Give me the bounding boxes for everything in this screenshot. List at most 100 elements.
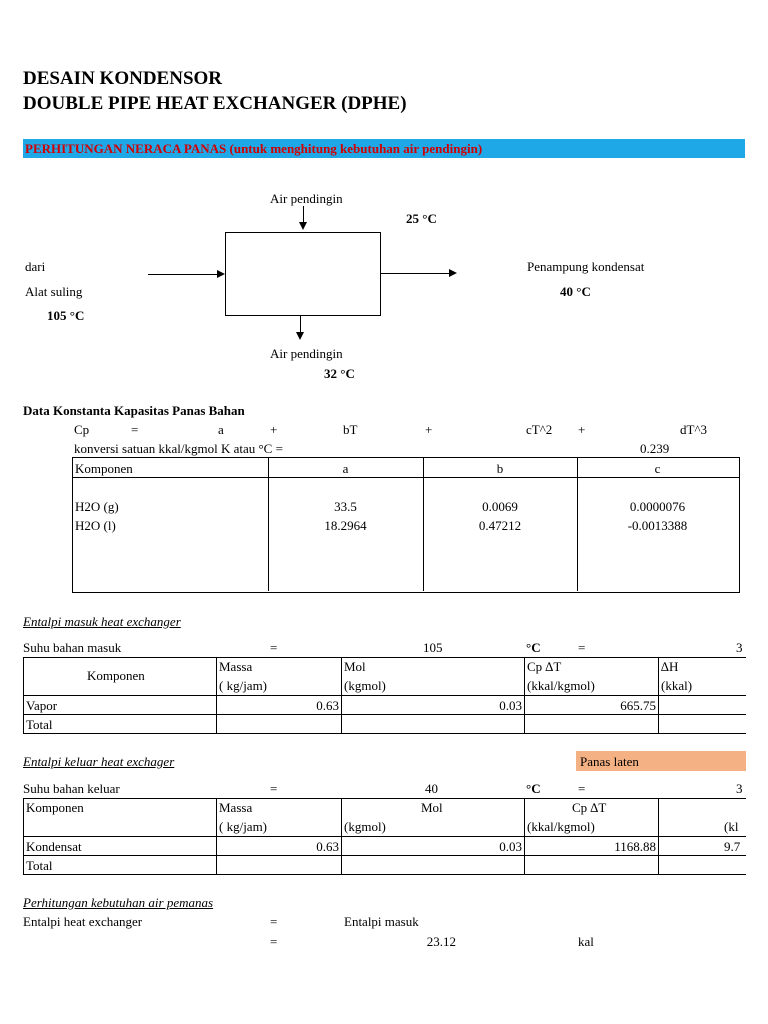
cell-c: 0.0000076 — [629, 499, 686, 514]
top-arrow-line — [303, 206, 304, 228]
cell-mol: 0.03 — [499, 839, 522, 854]
cell-cp: 665.75 — [620, 698, 656, 713]
bottom-outlet-label: Air pendingin — [270, 346, 343, 361]
table-col-divider — [216, 798, 217, 875]
table-col-divider — [524, 798, 525, 875]
suhu-keluar-trail: 3 — [736, 781, 743, 796]
panas-laten-label: Panas laten — [580, 754, 639, 769]
table-col-divider — [341, 798, 342, 875]
cell-c: -0.0013388 — [627, 518, 688, 533]
eq-plus: + — [578, 422, 586, 437]
table-bottom-border — [23, 874, 746, 875]
table-border — [72, 457, 740, 593]
arrow-right-icon — [217, 270, 225, 278]
table-row-divider — [23, 714, 746, 715]
section-banner: PERHITUNGAN NERACA PANAS (untuk menghitu… — [23, 139, 745, 158]
table-header-divider — [23, 836, 746, 837]
col-header-komponen: Komponen — [87, 668, 145, 683]
table-col-divider — [341, 657, 342, 734]
suhu-keluar-eq: = — [270, 781, 278, 796]
table-col-divider — [658, 657, 659, 734]
entalpi-hx-eq: = — [270, 914, 278, 929]
page-subtitle: DOUBLE PIPE HEAT EXCHANGER (DPHE) — [23, 93, 407, 114]
arrow-right-icon — [449, 269, 457, 277]
col-header-massa: Massa — [219, 659, 253, 674]
top-inlet-label: Air pendingin — [270, 191, 343, 206]
entalpi-hx-result: 23.12 — [426, 934, 456, 949]
col-header-dh-unit: (kl — [724, 819, 739, 834]
arrow-down-icon — [296, 332, 304, 340]
total-label: Total — [26, 858, 53, 873]
col-header-a: a — [342, 461, 349, 476]
table-top-border — [23, 798, 746, 799]
col-header-massa: Massa — [219, 800, 253, 815]
col-header-cp-unit: (kkal/kgmol) — [527, 819, 595, 834]
constants-heading: Data Konstanta Kapasitas Panas Bahan — [23, 403, 245, 418]
arrow-down-icon — [299, 222, 307, 230]
panas-laten-cell: Panas laten — [576, 751, 746, 771]
col-header-mol: Mol — [421, 800, 443, 815]
entalpi-hx-value: Entalpi masuk — [344, 914, 419, 929]
left-label-dari: dari — [25, 259, 46, 274]
table-col-divider — [23, 657, 24, 734]
eq-ct2: cT^2 — [526, 422, 553, 437]
suhu-keluar-eq2: = — [578, 781, 586, 796]
bottom-outlet-temp: 32 °C — [324, 366, 355, 381]
left-inlet-temp: 105 °C — [47, 308, 85, 323]
table-row-divider — [23, 855, 746, 856]
col-header-cp: Cp ∆T — [527, 659, 562, 674]
col-header-dh: ∆H — [661, 659, 679, 674]
suhu-masuk-unit: °C — [526, 640, 541, 655]
entalpi-keluar-heading: Entalpi keluar heat exchager — [23, 754, 175, 769]
suhu-masuk-eq2: = — [578, 640, 586, 655]
table-col-divider — [423, 457, 424, 591]
cell-b: 0.0069 — [482, 499, 518, 514]
page-title: DESAIN KONDENSOR — [23, 68, 223, 89]
right-arrow-line — [380, 273, 450, 274]
table-col-divider — [658, 798, 659, 875]
col-header-massa-unit: ( kg/jam) — [219, 819, 268, 834]
cell-komponen: H2O (g) — [75, 499, 119, 514]
right-outlet-temp: 40 °C — [560, 284, 591, 299]
col-header-mol-unit: (kgmol) — [344, 678, 386, 693]
entalpi-hx-label: Entalpi heat exchanger — [23, 914, 143, 929]
table-header-divider — [72, 477, 739, 478]
eq-dt3: dT^3 — [680, 422, 708, 437]
entalpi-masuk-heading: Entalpi masuk heat exchanger — [23, 614, 181, 629]
conversion-label: konversi satuan kkal/kgmol K atau °C = — [74, 441, 283, 456]
table-bottom-border — [23, 733, 746, 734]
bottom-arrow-line — [300, 315, 301, 338]
banner-text: PERHITUNGAN NERACA PANAS (untuk menghitu… — [25, 141, 483, 156]
suhu-keluar-label: Suhu bahan keluar — [23, 781, 120, 796]
left-label-source: Alat suling — [25, 284, 83, 299]
cell-komponen: Vapor — [26, 698, 58, 713]
eq-a: a — [218, 422, 224, 437]
table-col-divider — [268, 457, 269, 591]
kebutuhan-heading: Perhitungan kebutuhan air pemanas — [23, 895, 214, 910]
entalpi-hx-eq2: = — [270, 934, 278, 949]
cell-cp: 1168.88 — [614, 839, 656, 854]
cell-a: 18.2964 — [324, 518, 367, 533]
total-label: Total — [26, 717, 53, 732]
eq-plus: + — [425, 422, 433, 437]
col-header-komponen: Komponen — [75, 461, 133, 476]
suhu-keluar-value: 40 — [425, 781, 438, 796]
cell-massa: 0.63 — [316, 839, 339, 854]
table-header-divider — [23, 695, 746, 696]
eq-equals: = — [131, 422, 139, 437]
suhu-masuk-label: Suhu bahan masuk — [23, 640, 122, 655]
top-inlet-temp: 25 °C — [406, 211, 437, 226]
eq-cp: Cp — [74, 422, 90, 437]
cell-mol: 0.03 — [499, 698, 522, 713]
table-col-divider — [216, 657, 217, 734]
suhu-masuk-trail: 3 — [736, 640, 743, 655]
col-header-komponen: Komponen — [26, 800, 84, 815]
cell-komponen: Kondensat — [26, 839, 82, 854]
cell-massa: 0.63 — [316, 698, 339, 713]
suhu-masuk-value: 105 — [423, 640, 443, 655]
table-col-divider — [524, 657, 525, 734]
col-header-mol-unit: (kgmol) — [344, 819, 386, 834]
right-outlet-label: Penampung kondensat — [527, 259, 645, 274]
cell-b: 0.47212 — [478, 518, 522, 533]
table-col-divider — [577, 457, 578, 591]
